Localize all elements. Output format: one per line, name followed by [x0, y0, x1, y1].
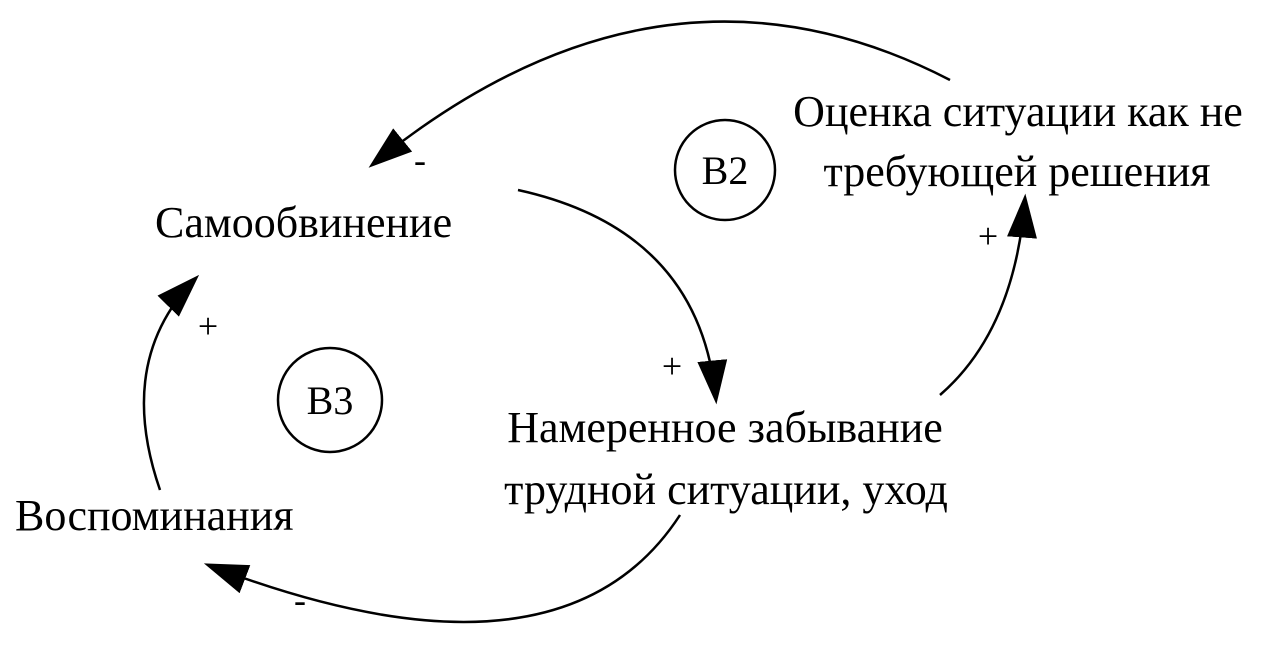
- node-forgetting-line2: трудной ситуации, уход: [504, 465, 948, 514]
- polarity-self-blame-to-forgetting: +: [662, 346, 682, 386]
- loop-b3: B3: [276, 346, 384, 454]
- loop-b2-label: B2: [702, 148, 749, 193]
- arrow-self-blame-to-forgetting: [517, 188, 728, 405]
- node-assessment-line2: требующей решения: [823, 147, 1210, 196]
- node-memories: Воспоминания: [15, 491, 293, 540]
- loop-b2: B2: [673, 118, 777, 222]
- polarity-forgetting-to-assessment: +: [978, 216, 998, 256]
- node-self-blame: Самообвинение: [155, 198, 452, 247]
- node-assessment-line1: Оценка ситуации как не: [793, 87, 1243, 136]
- loop-b3-label: B3: [307, 378, 354, 423]
- arrow-assessment-to-self-blame: [368, 20, 951, 168]
- polarity-memories-to-self-blame: +: [198, 306, 218, 346]
- arrow-memories-to-self-blame: [142, 274, 200, 491]
- arrow-forgetting-to-assessment: [939, 193, 1037, 396]
- polarity-assessment-to-self-blame: -: [414, 140, 426, 180]
- polarity-forgetting-to-memories: -: [294, 580, 306, 620]
- node-forgetting-line1: Намеренное забывание: [507, 403, 943, 452]
- arrow-forgetting-to-memories: [203, 514, 682, 624]
